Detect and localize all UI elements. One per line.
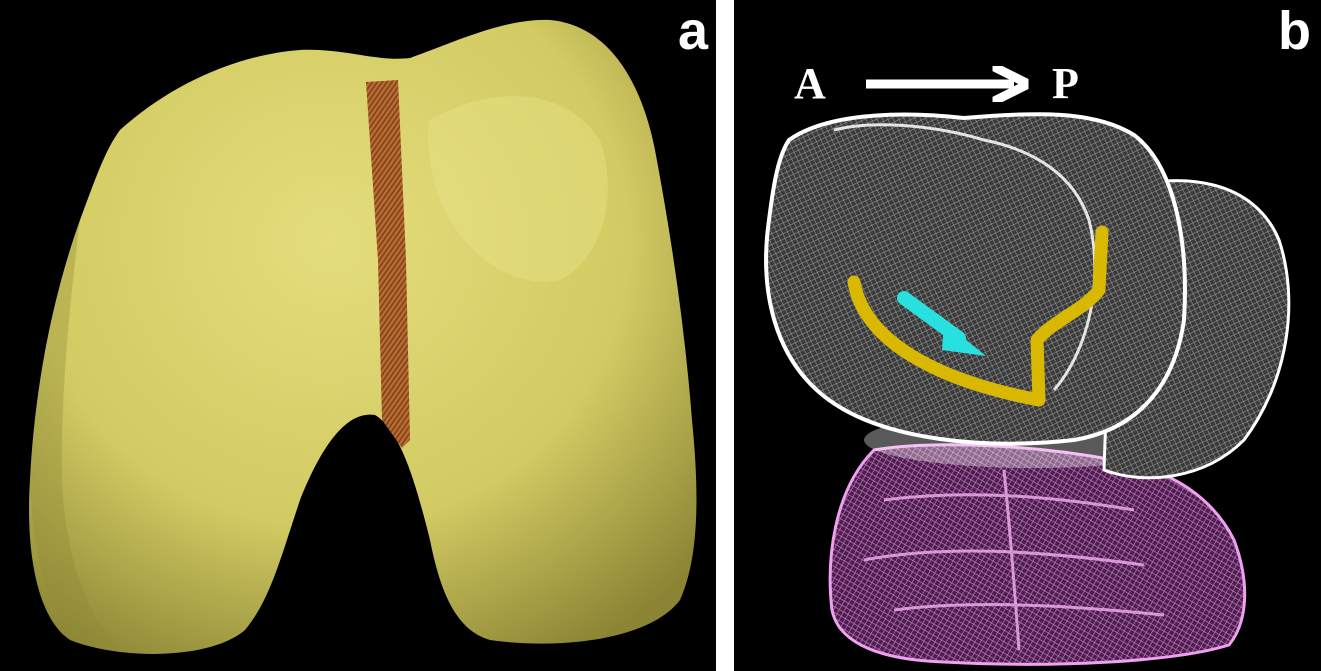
panel-label-b: b: [1278, 4, 1311, 58]
panel-label-a: a: [678, 4, 708, 58]
femur-condyle-mesh: [766, 114, 1185, 443]
anterior-label: A: [794, 62, 826, 106]
femur-render-icon: [0, 0, 716, 671]
panel-a: a: [0, 0, 716, 671]
femur-bone: [29, 20, 696, 654]
posterior-label: P: [1052, 62, 1079, 106]
panel-b: A P b: [734, 0, 1321, 671]
